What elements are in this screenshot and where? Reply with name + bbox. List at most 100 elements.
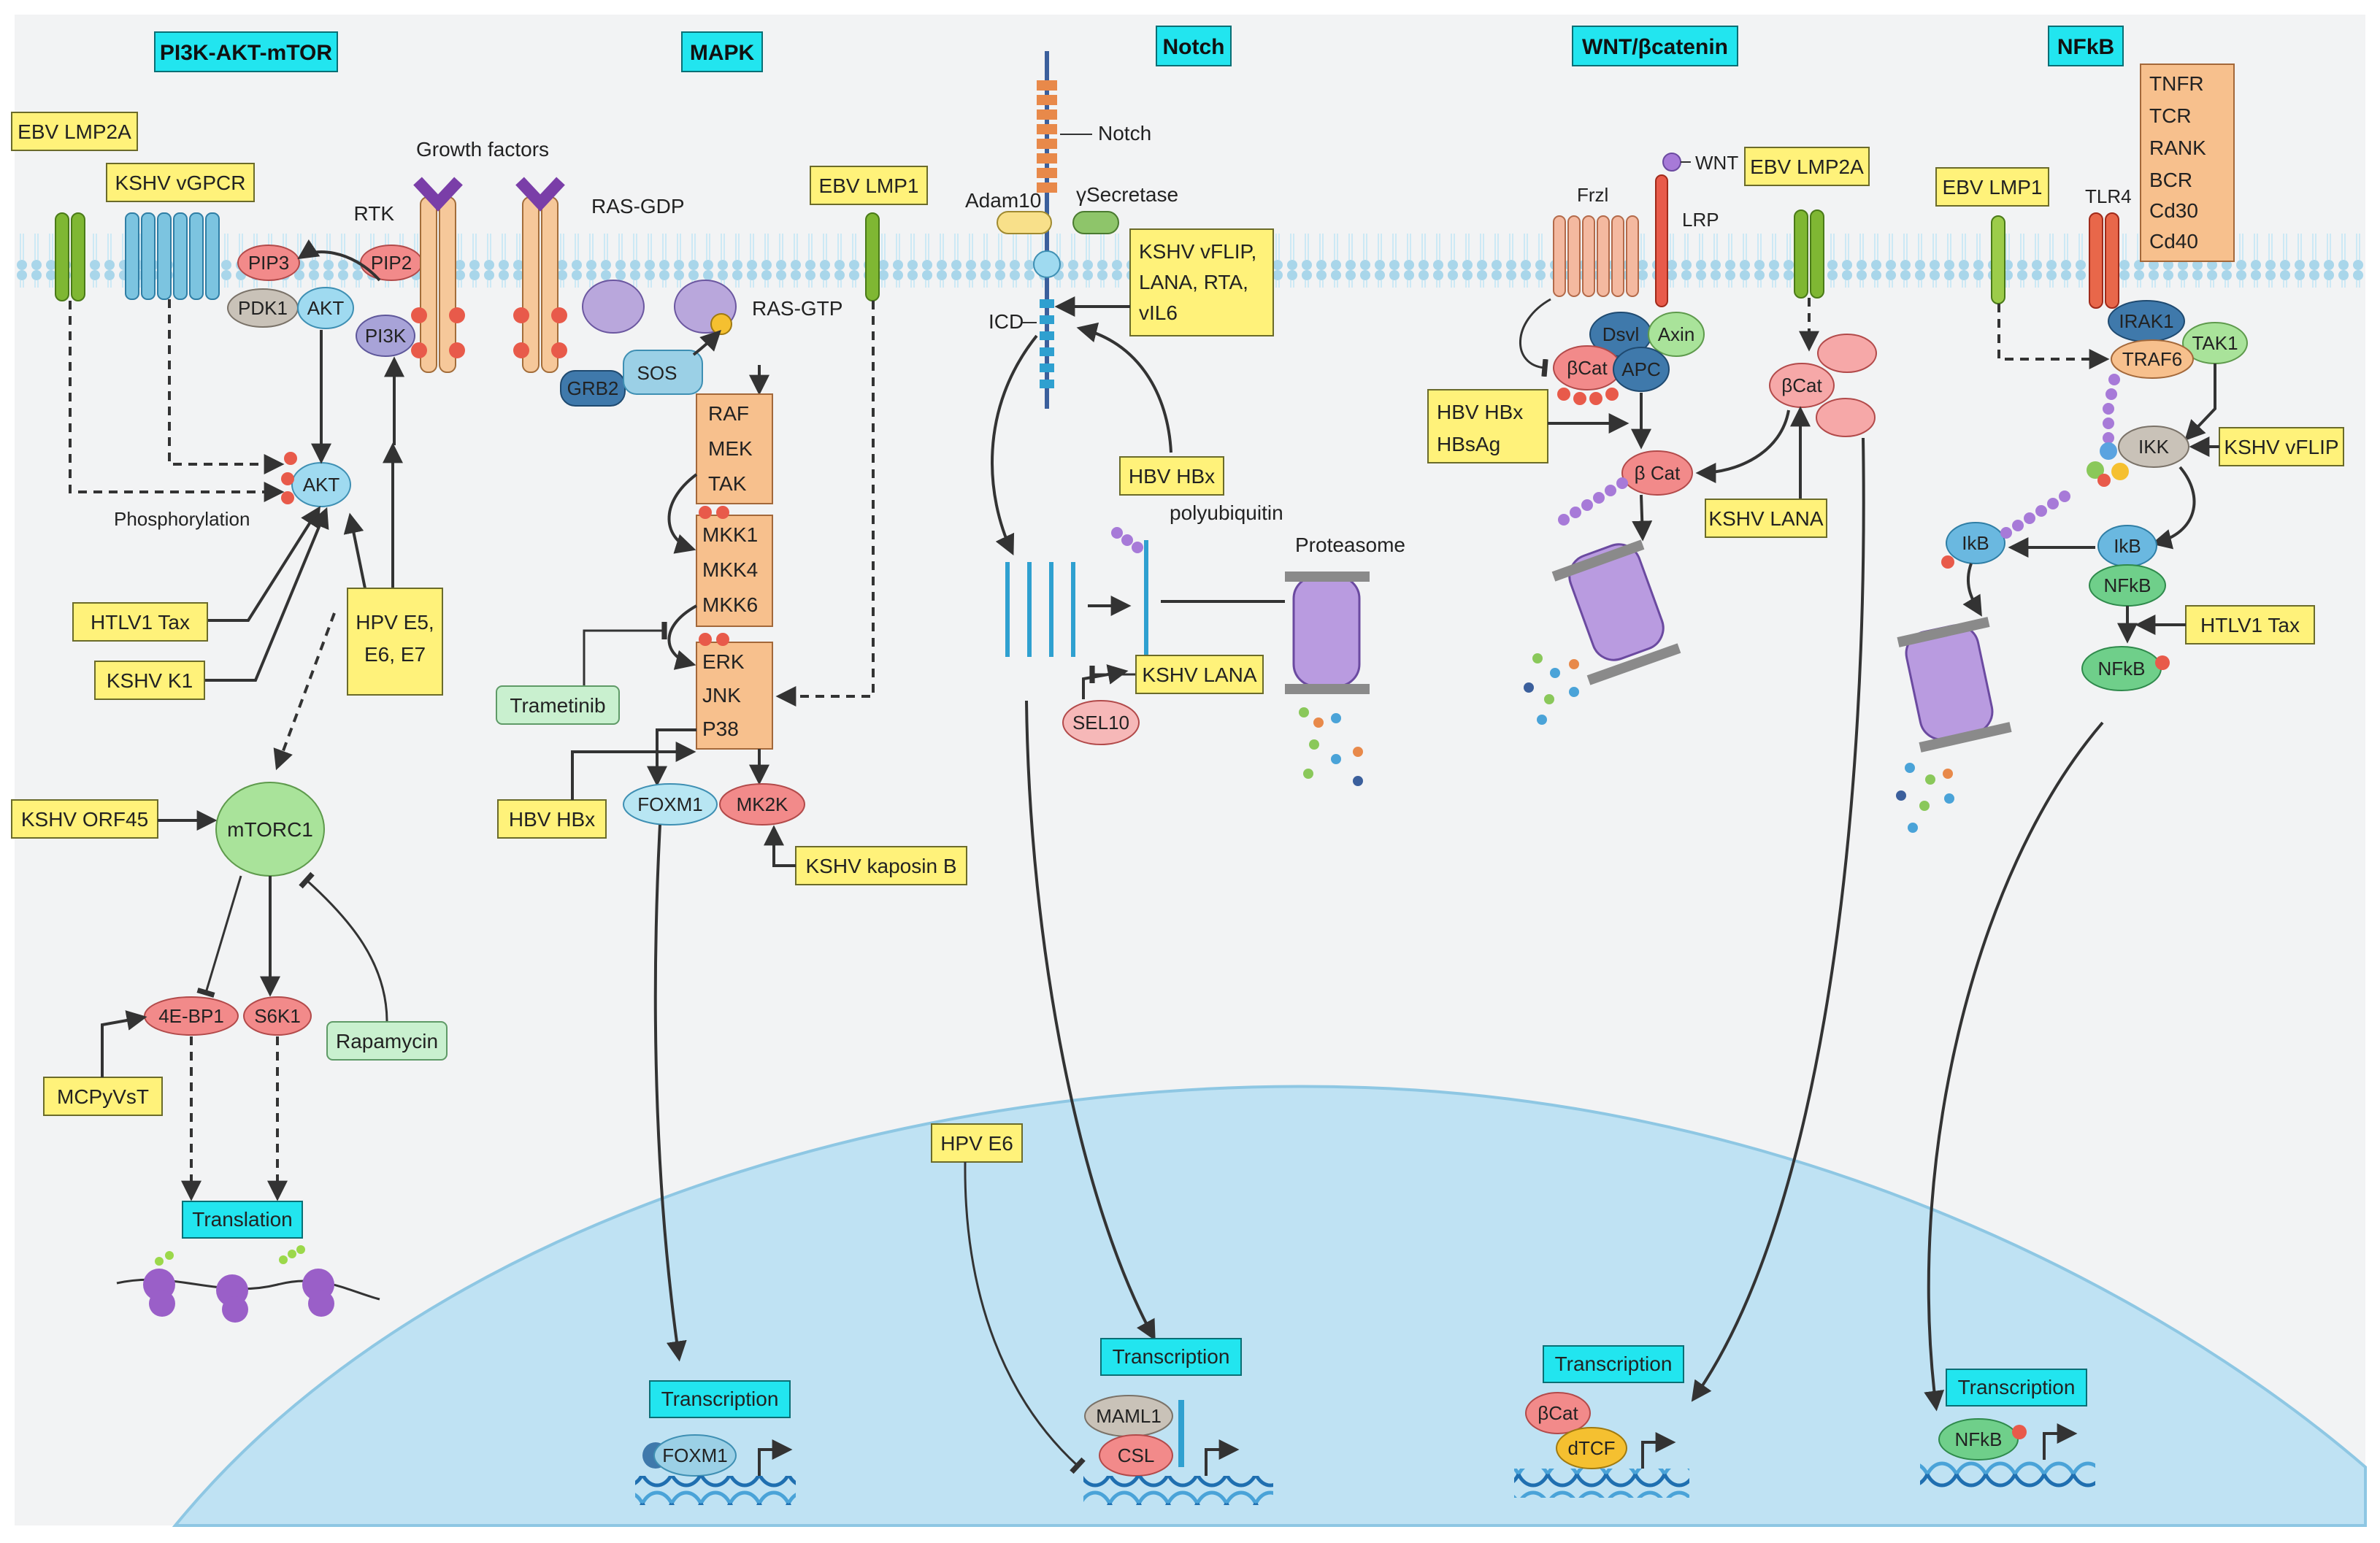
- wnt-ligand: [1662, 153, 1691, 172]
- raf-to-mkk-arrow: [667, 473, 698, 554]
- axin-node: Axin: [1648, 312, 1705, 357]
- svg-text:EBV LMP1: EBV LMP1: [1943, 176, 2043, 199]
- akt-top-node: AKT: [297, 287, 354, 329]
- apc-node: APC: [1613, 347, 1670, 392]
- dna-wnt: [1514, 1469, 1689, 1498]
- svg-text:PIP3: PIP3: [248, 252, 289, 274]
- bcat3-to-proteasome-arrow: [1632, 494, 1653, 542]
- frzl-inhibits-bcat: [1519, 298, 1551, 377]
- hbv-hbx-mapk-box: HBV HBx: [497, 799, 607, 839]
- svg-text:IkB: IkB: [1962, 532, 1989, 554]
- svg-text:P38: P38: [702, 717, 739, 740]
- pip2-node: PIP2: [360, 245, 423, 281]
- svg-text:EBV LMP2A: EBV LMP2A: [18, 120, 131, 143]
- rapamycin-inhibits-mtorc1: [299, 871, 388, 1023]
- svg-text:IkB: IkB: [2114, 535, 2141, 557]
- svg-text:RANK: RANK: [2149, 136, 2206, 159]
- svg-text:NFkB: NFkB: [2104, 574, 2151, 596]
- ebv-lmp2a-left-box: EBV LMP2A: [11, 112, 138, 151]
- svg-text:TAK: TAK: [708, 472, 747, 495]
- dtcf-node: dTCF: [1556, 1427, 1627, 1469]
- lmp1-membrane-protein: [865, 212, 880, 301]
- gamma-secretase-node: [1072, 211, 1119, 234]
- nfkb-nuclear-node: NFkB: [1938, 1418, 2027, 1461]
- svg-text:MAPK: MAPK: [690, 41, 755, 65]
- gamma-secretase-label: γSecretase: [1076, 183, 1178, 206]
- kshv-k1-box: KSHV K1: [94, 661, 205, 700]
- bcat-free-to-bcat3-arrow: [1695, 409, 1790, 483]
- translation-box: Translation: [182, 1201, 303, 1239]
- kshv-vflip-nfkb-box: KSHV vFLIP: [2219, 427, 2344, 466]
- hpv-e6-inhibits-csl: [964, 1161, 1086, 1474]
- transcription-notch-box: Transcription: [1100, 1338, 1242, 1376]
- svg-text:HPV E6: HPV E6: [940, 1132, 1013, 1155]
- frzl-receptor: [1553, 215, 1639, 297]
- ebv-lmp2a-wnt-box: EBV LMP2A: [1744, 147, 1870, 186]
- ras-gtp-label: RAS-GTP: [752, 297, 842, 320]
- growth-factors-label: Growth factors: [416, 138, 549, 161]
- e4bp1-node: 4E-BP1: [144, 996, 239, 1036]
- maml1-node: MAML1: [1084, 1395, 1173, 1437]
- svg-text:KSHV ORF45: KSHV ORF45: [21, 808, 148, 831]
- mcpyvst-to-4ebp1-arrow: [101, 1010, 147, 1077]
- svg-text:Cd30: Cd30: [2149, 199, 2198, 222]
- svg-text:Axin: Axin: [1658, 323, 1695, 345]
- lmp2a-wnt-membrane-protein: [1794, 209, 1824, 299]
- svg-text:EBV LMP2A: EBV LMP2A: [1750, 155, 1864, 178]
- svg-text:FOXM1: FOXM1: [637, 793, 703, 815]
- trametinib-inhibits-arrow: [583, 622, 667, 693]
- lrp-receptor: [1655, 174, 1668, 307]
- svg-text:SOS: SOS: [637, 362, 677, 384]
- svg-text:HTLV1 Tax: HTLV1 Tax: [91, 611, 190, 634]
- svg-text:S6K1: S6K1: [254, 1005, 301, 1027]
- foxm1-node: FOXM1: [623, 783, 718, 826]
- nfkb-to-nucleus-arrow: [1924, 721, 2104, 1412]
- svg-text:HTLV1 Tax: HTLV1 Tax: [2200, 614, 2300, 636]
- dna-nfkb: [1920, 1460, 2095, 1489]
- ribosome-icon: [116, 1245, 380, 1323]
- svg-text:JNK: JNK: [702, 684, 741, 707]
- svg-text:SEL10: SEL10: [1072, 712, 1129, 734]
- svg-text:GRB2: GRB2: [567, 377, 619, 399]
- proteasome-nfkb: [1896, 617, 2012, 833]
- svg-text:Notch: Notch: [1163, 35, 1225, 59]
- icd-to-cluster-arrow: [991, 334, 1038, 556]
- svg-text:BCR: BCR: [2149, 169, 2192, 191]
- wnt-to-nucleus-arrow: [1691, 437, 1865, 1402]
- title-notch: Notch: [1156, 26, 1232, 66]
- pip3-node: PIP3: [237, 245, 300, 281]
- svg-text:TCR: TCR: [2149, 104, 2192, 127]
- svg-text:Transcription: Transcription: [1555, 1352, 1673, 1375]
- vgpcr-receptor: [125, 212, 220, 300]
- svg-text:NFkB: NFkB: [2098, 658, 2146, 680]
- pi3k-node: PI3K: [356, 315, 415, 357]
- svg-text:MK2K: MK2K: [737, 793, 788, 815]
- svg-text:IRAK1: IRAK1: [2119, 310, 2173, 332]
- frzl-label: Frzl: [1577, 184, 1608, 206]
- hbx-to-icd-arrow: [1076, 322, 1172, 453]
- transcription-foxm1-box: Transcription: [649, 1380, 791, 1418]
- bcat-nuclear-node: βCat: [1525, 1392, 1591, 1434]
- hbv-hbx-notch-box: HBV HBx: [1119, 456, 1224, 496]
- raf-mek-tak-box: RAF MEK TAK: [696, 393, 773, 504]
- ikb-free-ubiquitin-chain: [2000, 490, 2070, 539]
- title-wnt: WNT/βcatenin: [1572, 26, 1738, 66]
- proteasome-wnt: [1524, 539, 1681, 725]
- tlr4-receptor: [2089, 212, 2119, 309]
- ikb-free-node: IkB: [1941, 522, 2005, 569]
- svg-text:LANA, RTA,: LANA, RTA,: [1139, 271, 1248, 293]
- mkk-to-erk-arrow: [667, 604, 697, 670]
- sel10-node: SEL10: [1062, 700, 1140, 745]
- promoter-arrow-nfkb: [2043, 1423, 2078, 1460]
- proteasome-notch: [1285, 572, 1370, 786]
- svg-text:βCat: βCat: [1538, 1402, 1578, 1424]
- bcat3-ubiquitin-chain: [1558, 477, 1628, 526]
- dna-foxm1: [635, 1476, 796, 1505]
- svg-text:Trametinib: Trametinib: [510, 694, 605, 717]
- kshv-lana-wnt-box: KSHV LANA: [1705, 499, 1827, 538]
- bcat3-node: β Cat: [1621, 450, 1693, 496]
- svg-text:KSHV LANA: KSHV LANA: [1708, 507, 1823, 530]
- ras-gtp-node: [674, 280, 737, 335]
- kshv-kaposin-box: KSHV kaposin B: [795, 846, 967, 885]
